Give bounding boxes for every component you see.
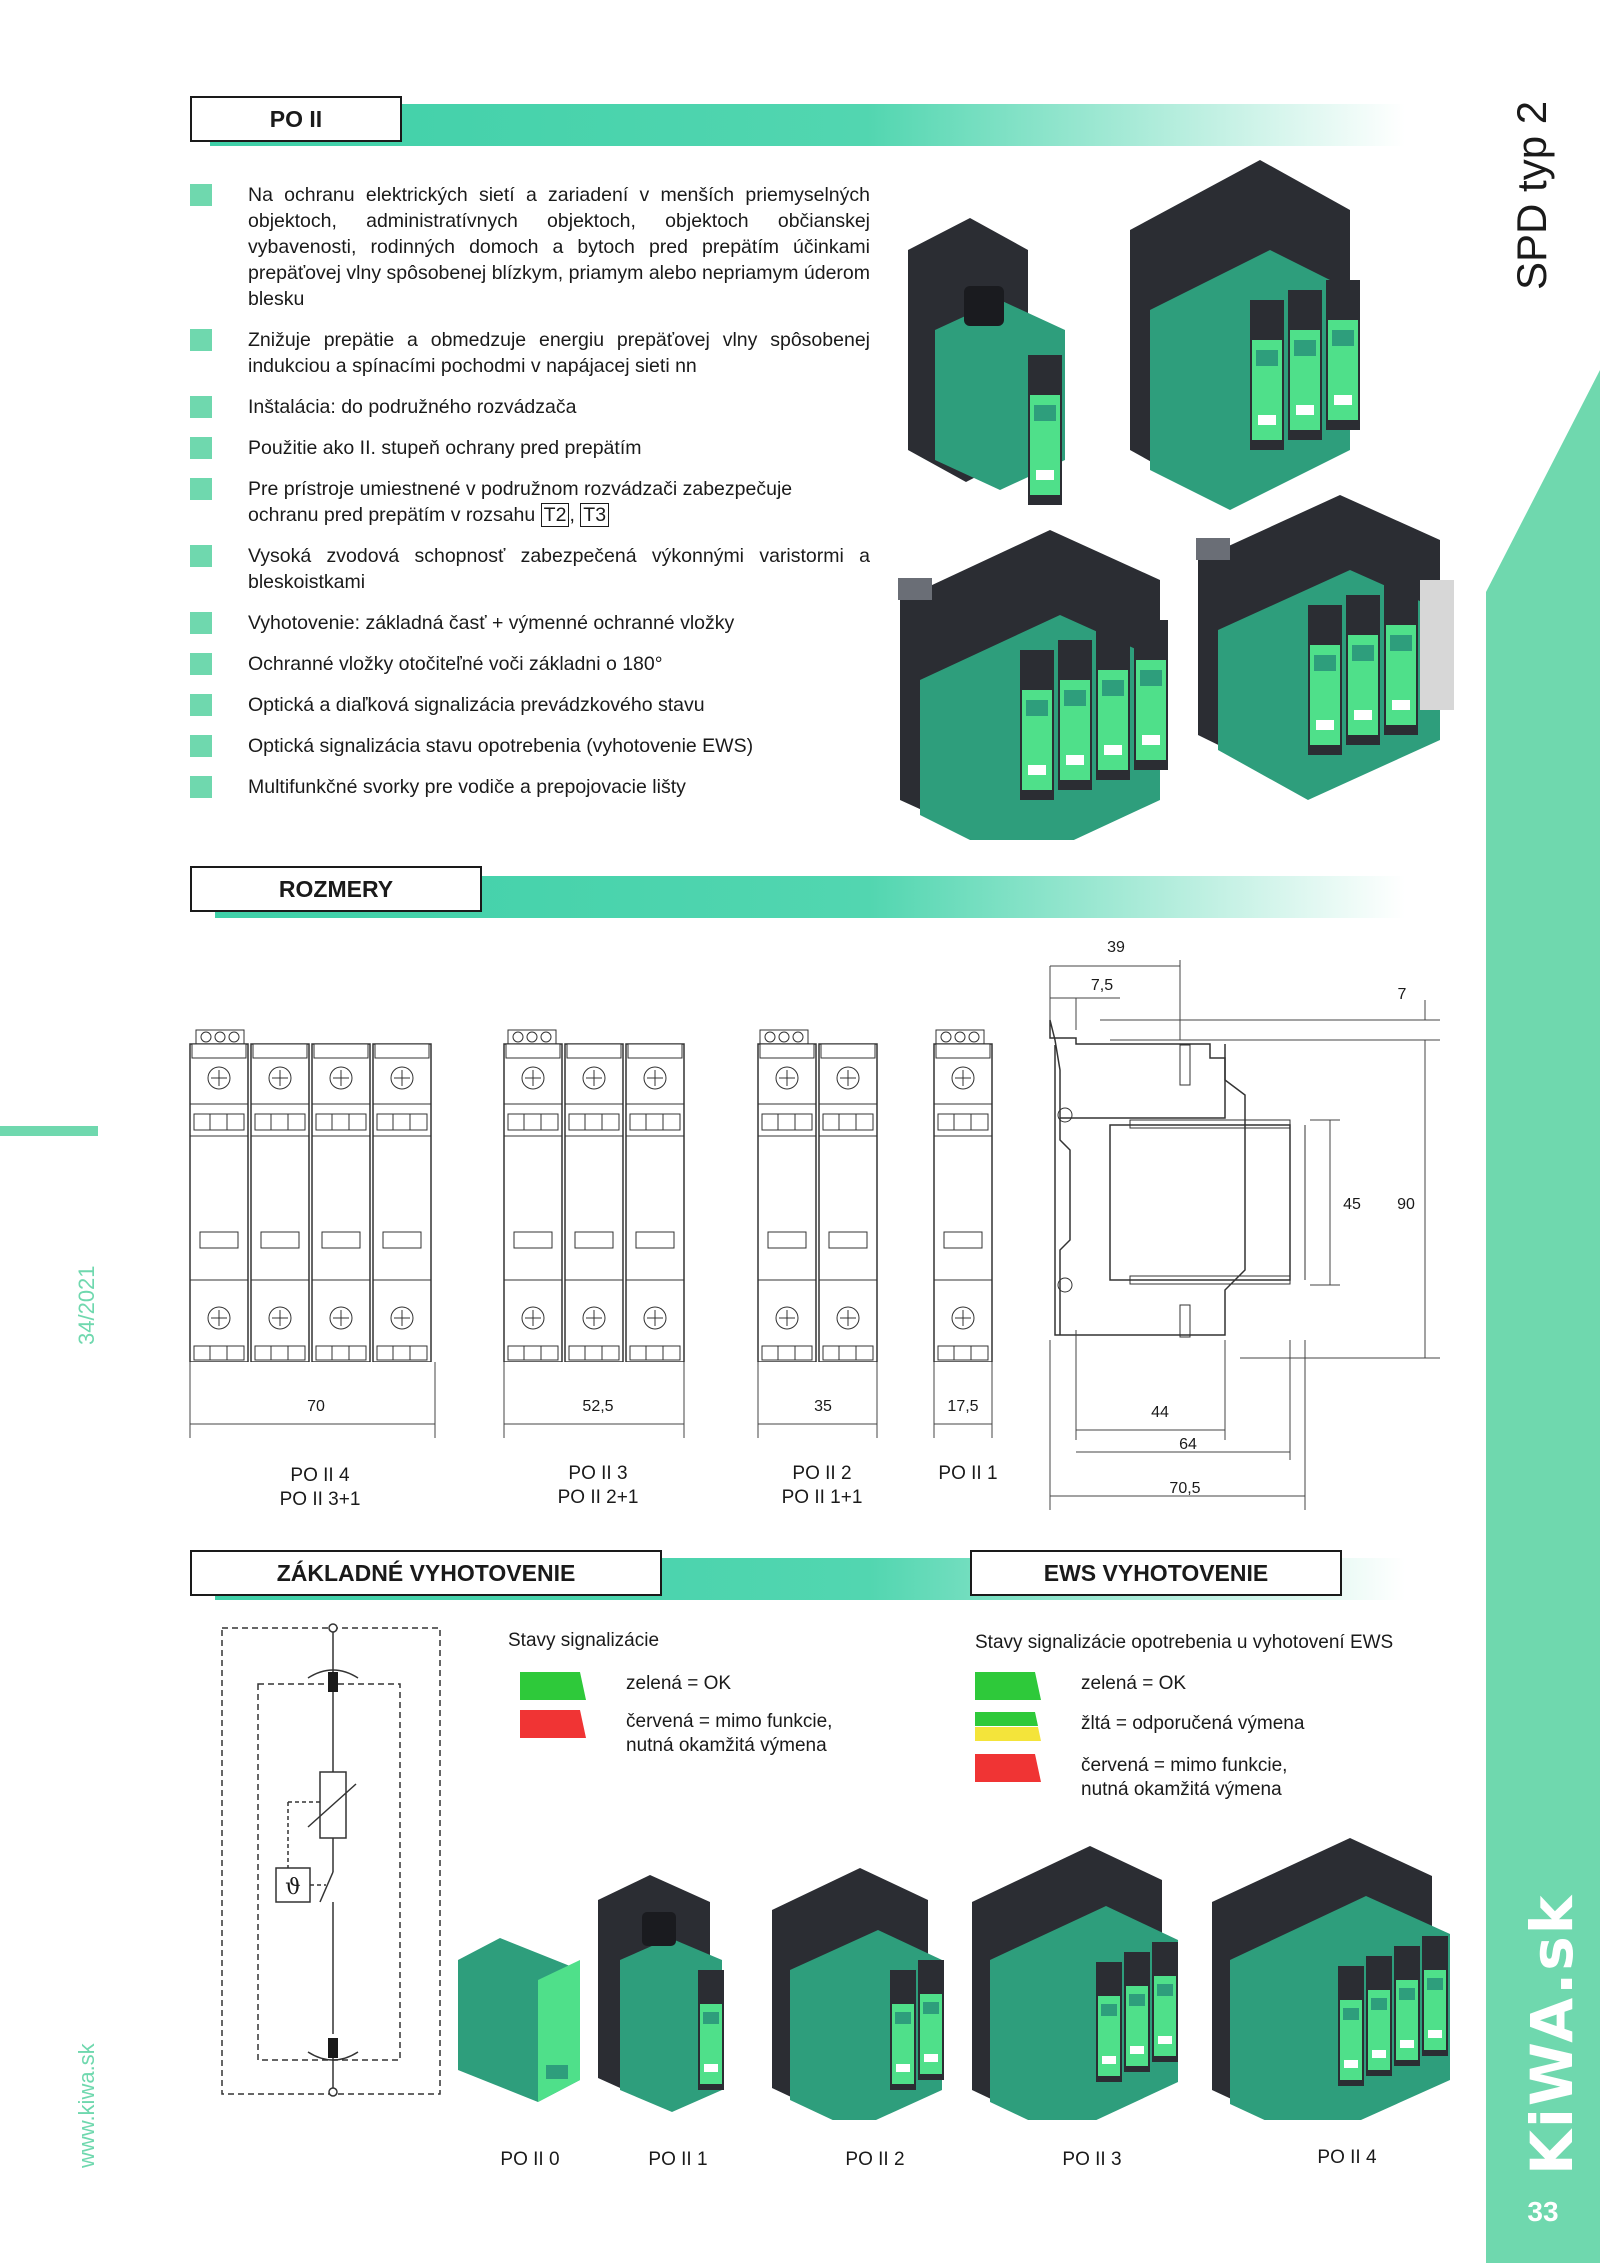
caption-po2-4: PO II 4 PO II 3+1 xyxy=(279,1465,361,1510)
dim-70-5: 70,5 xyxy=(1169,1480,1201,1497)
legend-ews-red: červená = mimo funkcie,nutná okamžitá vý… xyxy=(975,1754,1287,1802)
product-renders-bottom xyxy=(458,1838,1450,2120)
circuit-schematic: ϑ xyxy=(221,1623,441,2097)
legend-ews-title: Stavy signalizácie opotrebenia u vyhotov… xyxy=(975,1632,1394,1653)
list-item: Použitie ako II. stupeň ochrany pred pre… xyxy=(190,435,870,461)
page-number: 33 xyxy=(1527,2196,1559,2227)
product-render-po2-2-bottom xyxy=(772,1868,944,2120)
product-render-po2-4-bottom xyxy=(1212,1838,1450,2120)
dim-width-po2-1: 17,5 xyxy=(947,1398,979,1415)
bullet-square-icon xyxy=(190,776,212,798)
front-view-drawings xyxy=(189,1029,993,1362)
feature-list: Na ochranu elektrických sietí a zariaden… xyxy=(190,182,870,815)
product-render-po2-0 xyxy=(458,1938,580,2102)
dim-width-po2-2: 35 xyxy=(814,1398,832,1415)
list-item: Multifunkčné svorky pre vodiče a prepojo… xyxy=(190,774,870,800)
legend-basic-title: Stavy signalizácie xyxy=(508,1630,660,1651)
bullet-square-icon xyxy=(190,653,212,675)
caption-bottom-po2-1: PO II 1 xyxy=(648,2149,708,2170)
bullet-square-icon xyxy=(190,478,212,500)
caption-po2-3: PO II 3 PO II 2+1 xyxy=(557,1463,639,1508)
signal-green-swatch xyxy=(520,1672,586,1700)
kiwa-logo: KiWA.sk xyxy=(1518,1893,1586,2175)
left-accent-bar xyxy=(0,1126,98,1136)
list-item: Pre prístroje umiestnené v podružnom roz… xyxy=(190,476,870,528)
list-item: Optická signalizácia stavu opotrebenia (… xyxy=(190,733,870,759)
list-item: Vysoká zvodová schopnosť zabezpečená výk… xyxy=(190,543,870,595)
legend-basic-red: červená = mimo funkcie,nutná okamžitá vý… xyxy=(520,1710,832,1758)
bullet-square-icon xyxy=(190,329,212,351)
type-badge-t3: T3 xyxy=(580,503,610,527)
legend-ews-green: zelená = OK xyxy=(975,1672,1186,1702)
caption-po2-1: PO II 1 xyxy=(938,1463,998,1484)
list-item: Znižuje prepätie a obmedzuje energiu pre… xyxy=(190,327,870,379)
bullet-square-icon xyxy=(190,437,212,459)
signal-yellow-swatch xyxy=(975,1712,1041,1741)
product-render-po2-4-ts xyxy=(898,530,1168,840)
caption-bottom-po2-3: PO II 3 xyxy=(1062,2149,1122,2170)
dim-width-po2-3: 52,5 xyxy=(582,1398,614,1415)
svg-text:ϑ: ϑ xyxy=(285,1875,301,1900)
signal-red-swatch xyxy=(520,1710,586,1738)
front-dimension-lines xyxy=(189,1362,993,1438)
legend-ews-yellow: žltá = odporučená výmena xyxy=(975,1712,1304,1742)
product-render-po2-1-bottom xyxy=(598,1875,724,2112)
list-item: Na ochranu elektrických sietí a zariaden… xyxy=(190,182,870,312)
product-render-po2-3-bottom xyxy=(972,1846,1178,2120)
list-item: Inštalácia: do podružného rozvádzača xyxy=(190,394,870,420)
caption-po2-2: PO II 2 PO II 1+1 xyxy=(781,1463,863,1508)
bullet-square-icon xyxy=(190,694,212,716)
list-item: Optická a diaľková signalizácia prevádzk… xyxy=(190,692,870,718)
dim-44: 44 xyxy=(1151,1404,1169,1421)
dim-7-5: 7,5 xyxy=(1090,977,1114,994)
list-item: Ochranné vložky otočiteľné voči základni… xyxy=(190,651,870,677)
side-title: SPD typ 2 xyxy=(1508,100,1555,290)
bullet-square-icon xyxy=(190,735,212,757)
product-render-po2-3 xyxy=(1130,160,1360,510)
section-title-basic: ZÁKLADNÉ VYHOTOVENIE xyxy=(190,1550,662,1596)
dim-39: 39 xyxy=(1107,939,1125,956)
product-renders-top xyxy=(898,160,1454,840)
side-view-drawing xyxy=(1049,960,1440,1510)
dim-90: 90 xyxy=(1397,1196,1415,1213)
caption-bottom-po2-0: PO II 0 xyxy=(500,2149,560,2170)
header-gradient-po2 xyxy=(210,104,1405,146)
signal-red-swatch xyxy=(975,1754,1041,1782)
side-band-mask xyxy=(1486,0,1600,592)
caption-bottom-po2-2: PO II 2 xyxy=(845,2149,905,2170)
list-item: Vyhotovenie: základná časť + výmenné och… xyxy=(190,610,870,636)
dim-width-po2-4: 70 xyxy=(307,1398,325,1415)
legend-basic-green: zelená = OK xyxy=(520,1672,731,1702)
bullet-square-icon xyxy=(190,184,212,206)
section-title-po2: PO II xyxy=(190,96,402,142)
product-render-po2-1 xyxy=(908,218,1065,505)
dim-7: 7 xyxy=(1397,986,1407,1003)
bullet-square-icon xyxy=(190,545,212,567)
product-render-po2-3-1 xyxy=(1196,495,1454,800)
bullet-square-icon xyxy=(190,612,212,634)
bullet-square-icon xyxy=(190,396,212,418)
type-badge-t2: T2 xyxy=(540,503,570,527)
signal-green-swatch xyxy=(975,1672,1041,1700)
caption-bottom-po2-4: PO II 4 xyxy=(1317,2147,1377,2168)
dim-64: 64 xyxy=(1179,1436,1197,1453)
section-title-dims: ROZMERY xyxy=(190,866,482,912)
section-title-ews: EWS VYHOTOVENIE xyxy=(970,1550,1342,1596)
dim-45: 45 xyxy=(1343,1196,1361,1213)
